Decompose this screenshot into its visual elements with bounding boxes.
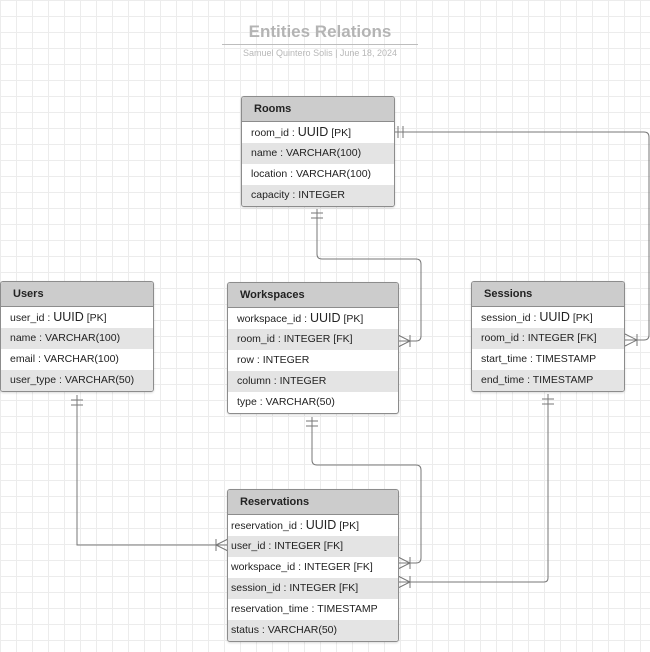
- entity-title: Workspaces: [228, 283, 398, 308]
- entity-users[interactable]: Users user_id : UUID [PK] name : VARCHAR…: [0, 281, 154, 392]
- one-marker: [542, 398, 554, 405]
- relation-sessions-reservations: [398, 394, 549, 583]
- entity-title: Users: [1, 282, 153, 307]
- field-row: reservation_time : TIMESTAMP: [231, 603, 378, 615]
- field-row: start_time : TIMESTAMP: [481, 353, 597, 365]
- field-row: user_id : UUID [PK]: [10, 310, 107, 324]
- entity-workspaces[interactable]: Workspaces workspace_id : UUID [PK] room…: [227, 282, 399, 414]
- entity-title: Reservations: [228, 490, 398, 515]
- field-row: session_id : UUID [PK]: [481, 310, 593, 324]
- title-divider: [222, 44, 418, 45]
- entity-title: Sessions: [472, 282, 624, 307]
- relation-workspaces-reservations: [311, 417, 422, 564]
- field-row: user_type : VARCHAR(50): [1, 370, 153, 391]
- field-row: row : INTEGER: [237, 354, 310, 366]
- entity-sessions[interactable]: Sessions session_id : UUID [PK] room_id …: [471, 281, 625, 392]
- entity-reservations[interactable]: Reservations reservation_id : UUID [PK] …: [227, 489, 399, 642]
- relation-users-reservations: [76, 395, 228, 546]
- entity-title: Rooms: [242, 97, 394, 122]
- many-marker: [214, 538, 229, 552]
- field-row: workspace_id : INTEGER [FK]: [231, 561, 373, 573]
- relation-rooms-sessions: [394, 131, 650, 341]
- relation-rooms-workspaces: [316, 209, 422, 342]
- many-marker: [624, 333, 639, 347]
- one-marker: [397, 126, 404, 138]
- field-row: name : VARCHAR(100): [1, 328, 153, 349]
- field-row: location : VARCHAR(100): [251, 168, 372, 180]
- field-row: reservation_id : UUID [PK]: [231, 518, 360, 532]
- field-row: room_id : INTEGER [FK]: [228, 329, 398, 350]
- many-marker: [397, 575, 412, 589]
- page-subtitle: Samuel Quintero Solis | June 18, 2024: [243, 48, 397, 58]
- field-row: email : VARCHAR(100): [10, 353, 119, 365]
- field-row: name : VARCHAR(100): [242, 143, 394, 164]
- field-row: room_id : INTEGER [FK]: [472, 328, 624, 349]
- many-marker: [397, 334, 412, 348]
- field-row: capacity : INTEGER: [242, 185, 394, 206]
- field-row: status : VARCHAR(50): [228, 620, 398, 641]
- page-title: Entities Relations: [248, 22, 392, 41]
- entity-rooms[interactable]: Rooms room_id : UUID [PK] name : VARCHAR…: [241, 96, 395, 207]
- field-row: session_id : INTEGER [FK]: [228, 578, 398, 599]
- many-marker: [397, 556, 412, 570]
- field-row: type : VARCHAR(50): [237, 396, 335, 408]
- field-row: user_id : INTEGER [FK]: [228, 536, 398, 557]
- field-row: room_id : UUID [PK]: [251, 125, 352, 139]
- one-marker: [71, 399, 83, 406]
- one-marker: [311, 212, 323, 219]
- one-marker: [306, 420, 318, 427]
- field-row: column : INTEGER: [228, 371, 398, 392]
- field-row: workspace_id : UUID [PK]: [237, 311, 364, 325]
- field-row: end_time : TIMESTAMP: [472, 370, 624, 391]
